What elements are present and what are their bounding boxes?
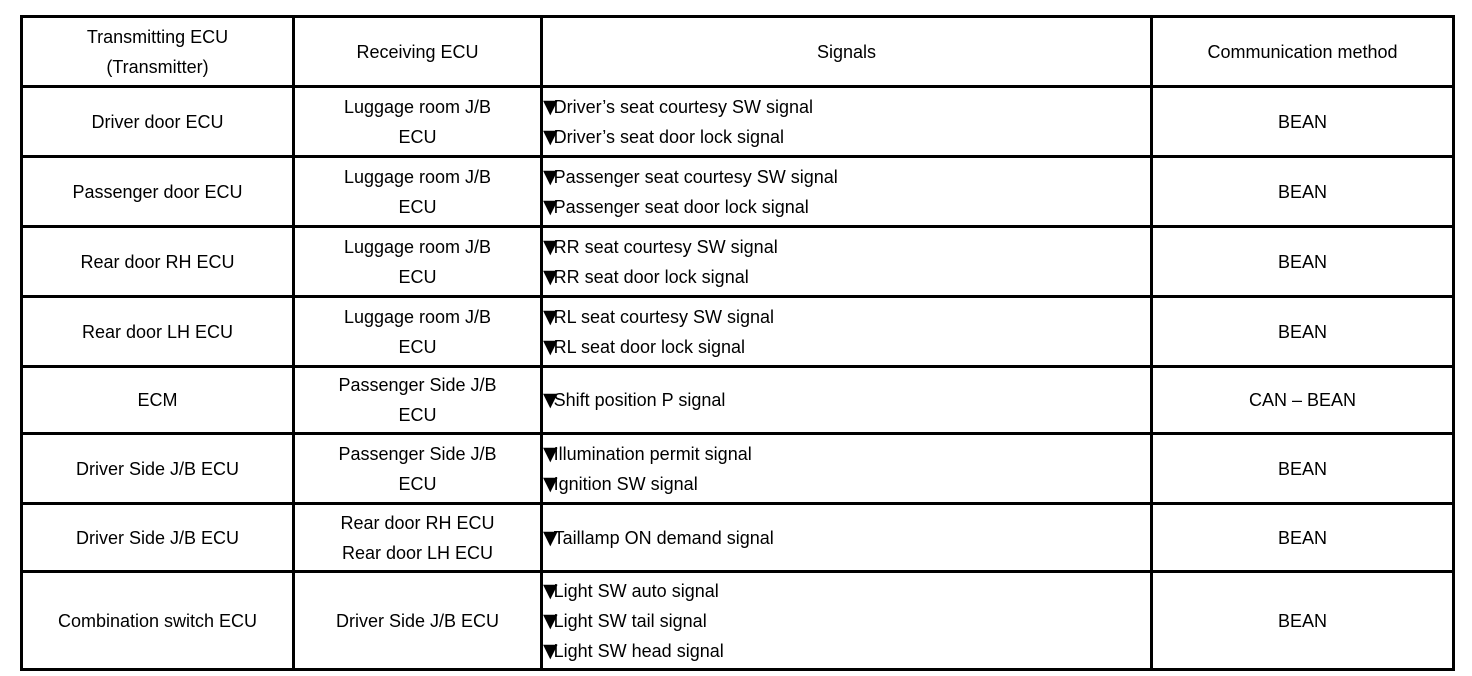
signal-text: Driver’s seat door lock signal: [553, 126, 785, 147]
signal-text: Light SW head signal: [553, 640, 724, 661]
cell-transmitting-ecu: Rear door RH ECU: [20, 225, 295, 298]
table-row: Driver Side J/B ECU Passenger Side J/B E…: [20, 432, 1455, 505]
signal-line: ▼Driver’s seat door lock signal: [543, 122, 1149, 152]
triangle-marker-icon: ▼: [543, 335, 558, 358]
header-transmitting-ecu: Transmitting ECU (Transmitter): [20, 15, 295, 88]
cell-transmitting-ecu: Driver Side J/B ECU: [20, 502, 295, 573]
signal-text: RL seat courtesy SW signal: [553, 306, 775, 327]
cell-signals: ▼RR seat courtesy SW signal ▼RR seat doo…: [540, 225, 1153, 298]
cell-communication-method: BEAN: [1150, 502, 1455, 573]
cell-signals: ▼Light SW auto signal ▼Light SW tail sig…: [540, 570, 1153, 671]
signal-text: RR seat door lock signal: [553, 266, 749, 287]
cell-transmitting-ecu: Driver door ECU: [20, 85, 295, 158]
signal-line: ▼Passenger seat courtesy SW signal: [543, 162, 1149, 192]
cell-communication-method: BEAN: [1150, 295, 1455, 368]
cell-transmitting-ecu: Rear door LH ECU: [20, 295, 295, 368]
signal-line: ▼RR seat door lock signal: [543, 262, 1149, 292]
signal-line: ▼Light SW tail signal: [543, 606, 1149, 636]
triangle-marker-icon: ▼: [543, 526, 558, 549]
ecu-communication-table: Transmitting ECU (Transmitter) Receiving…: [20, 15, 1455, 671]
signal-text: Illumination permit signal: [553, 443, 752, 464]
triangle-marker-icon: ▼: [543, 165, 558, 188]
signal-line: ▼Passenger seat door lock signal: [543, 192, 1149, 222]
triangle-marker-icon: ▼: [543, 609, 558, 632]
signal-line: ▼Light SW auto signal: [543, 576, 1149, 606]
cell-communication-method: BEAN: [1150, 432, 1455, 505]
triangle-marker-icon: ▼: [543, 95, 558, 118]
cell-receiving-ecu: Luggage room J/B ECU: [292, 295, 543, 368]
triangle-marker-icon: ▼: [543, 442, 558, 465]
signal-text: RR seat courtesy SW signal: [553, 236, 778, 257]
cell-receiving-ecu: Luggage room J/B ECU: [292, 85, 543, 158]
signal-line: ▼Taillamp ON demand signal: [543, 523, 1149, 553]
cell-receiving-ecu: Rear door RH ECU Rear door LH ECU: [292, 502, 543, 573]
table-header-row: Transmitting ECU (Transmitter) Receiving…: [20, 15, 1455, 88]
cell-signals: ▼Driver’s seat courtesy SW signal ▼Drive…: [540, 85, 1153, 158]
triangle-marker-icon: ▼: [543, 389, 558, 411]
cell-receiving-ecu: Luggage room J/B ECU: [292, 155, 543, 228]
cell-signals: ▼Shift position P signal: [540, 365, 1153, 435]
table-row: Driver door ECU Luggage room J/B ECU ▼Dr…: [20, 85, 1455, 158]
table-row: Passenger door ECU Luggage room J/B ECU …: [20, 155, 1455, 228]
table-row: Driver Side J/B ECU Rear door RH ECU Rea…: [20, 502, 1455, 573]
triangle-marker-icon: ▼: [543, 472, 558, 495]
triangle-marker-icon: ▼: [543, 265, 558, 288]
cell-communication-method: BEAN: [1150, 570, 1455, 671]
signal-line: ▼Shift position P signal: [543, 385, 1149, 415]
signal-line: ▼RL seat courtesy SW signal: [543, 302, 1149, 332]
header-communication-method: Communication method: [1150, 15, 1455, 88]
cell-receiving-ecu: Luggage room J/B ECU: [292, 225, 543, 298]
cell-receiving-ecu: Passenger Side J/B ECU: [292, 432, 543, 505]
triangle-marker-icon: ▼: [543, 195, 558, 218]
table-row: ECM Passenger Side J/B ECU ▼Shift positi…: [20, 365, 1455, 435]
cell-signals: ▼Passenger seat courtesy SW signal ▼Pass…: [540, 155, 1153, 228]
table-row: Combination switch ECU Driver Side J/B E…: [20, 570, 1455, 671]
cell-signals: ▼Taillamp ON demand signal: [540, 502, 1153, 573]
signal-line: ▼Light SW head signal: [543, 636, 1149, 666]
cell-transmitting-ecu: Combination switch ECU: [20, 570, 295, 671]
signal-text: Ignition SW signal: [553, 473, 698, 494]
triangle-marker-icon: ▼: [543, 579, 558, 602]
triangle-marker-icon: ▼: [543, 305, 558, 328]
signal-line: ▼Ignition SW signal: [543, 469, 1149, 499]
signal-text: Taillamp ON demand signal: [553, 527, 774, 548]
table-row: Rear door RH ECU Luggage room J/B ECU ▼R…: [20, 225, 1455, 298]
signal-text: Light SW tail signal: [553, 610, 707, 631]
signal-line: ▼Driver’s seat courtesy SW signal: [543, 92, 1149, 122]
signal-text: Passenger seat courtesy SW signal: [553, 166, 838, 187]
triangle-marker-icon: ▼: [543, 235, 558, 258]
cell-receiving-ecu: Driver Side J/B ECU: [292, 570, 543, 671]
cell-communication-method: BEAN: [1150, 225, 1455, 298]
signal-text: Driver’s seat courtesy SW signal: [553, 96, 814, 117]
cell-receiving-ecu: Passenger Side J/B ECU: [292, 365, 543, 435]
signal-text: Shift position P signal: [553, 390, 726, 410]
signal-text: Light SW auto signal: [553, 580, 719, 601]
cell-communication-method: BEAN: [1150, 155, 1455, 228]
triangle-marker-icon: ▼: [543, 639, 558, 662]
cell-transmitting-ecu: ECM: [20, 365, 295, 435]
signal-line: ▼RL seat door lock signal: [543, 332, 1149, 362]
header-signals: Signals: [540, 15, 1153, 88]
cell-transmitting-ecu: Passenger door ECU: [20, 155, 295, 228]
header-receiving-ecu: Receiving ECU: [292, 15, 543, 88]
cell-signals: ▼RL seat courtesy SW signal ▼RL seat doo…: [540, 295, 1153, 368]
table-row: Rear door LH ECU Luggage room J/B ECU ▼R…: [20, 295, 1455, 368]
signal-line: ▼RR seat courtesy SW signal: [543, 232, 1149, 262]
cell-transmitting-ecu: Driver Side J/B ECU: [20, 432, 295, 505]
signal-text: Passenger seat door lock signal: [553, 196, 809, 217]
signal-text: RL seat door lock signal: [553, 336, 746, 357]
signal-line: ▼Illumination permit signal: [543, 439, 1149, 469]
triangle-marker-icon: ▼: [543, 125, 558, 148]
cell-signals: ▼Illumination permit signal ▼Ignition SW…: [540, 432, 1153, 505]
cell-communication-method: BEAN: [1150, 85, 1455, 158]
cell-communication-method: CAN – BEAN: [1150, 365, 1455, 435]
